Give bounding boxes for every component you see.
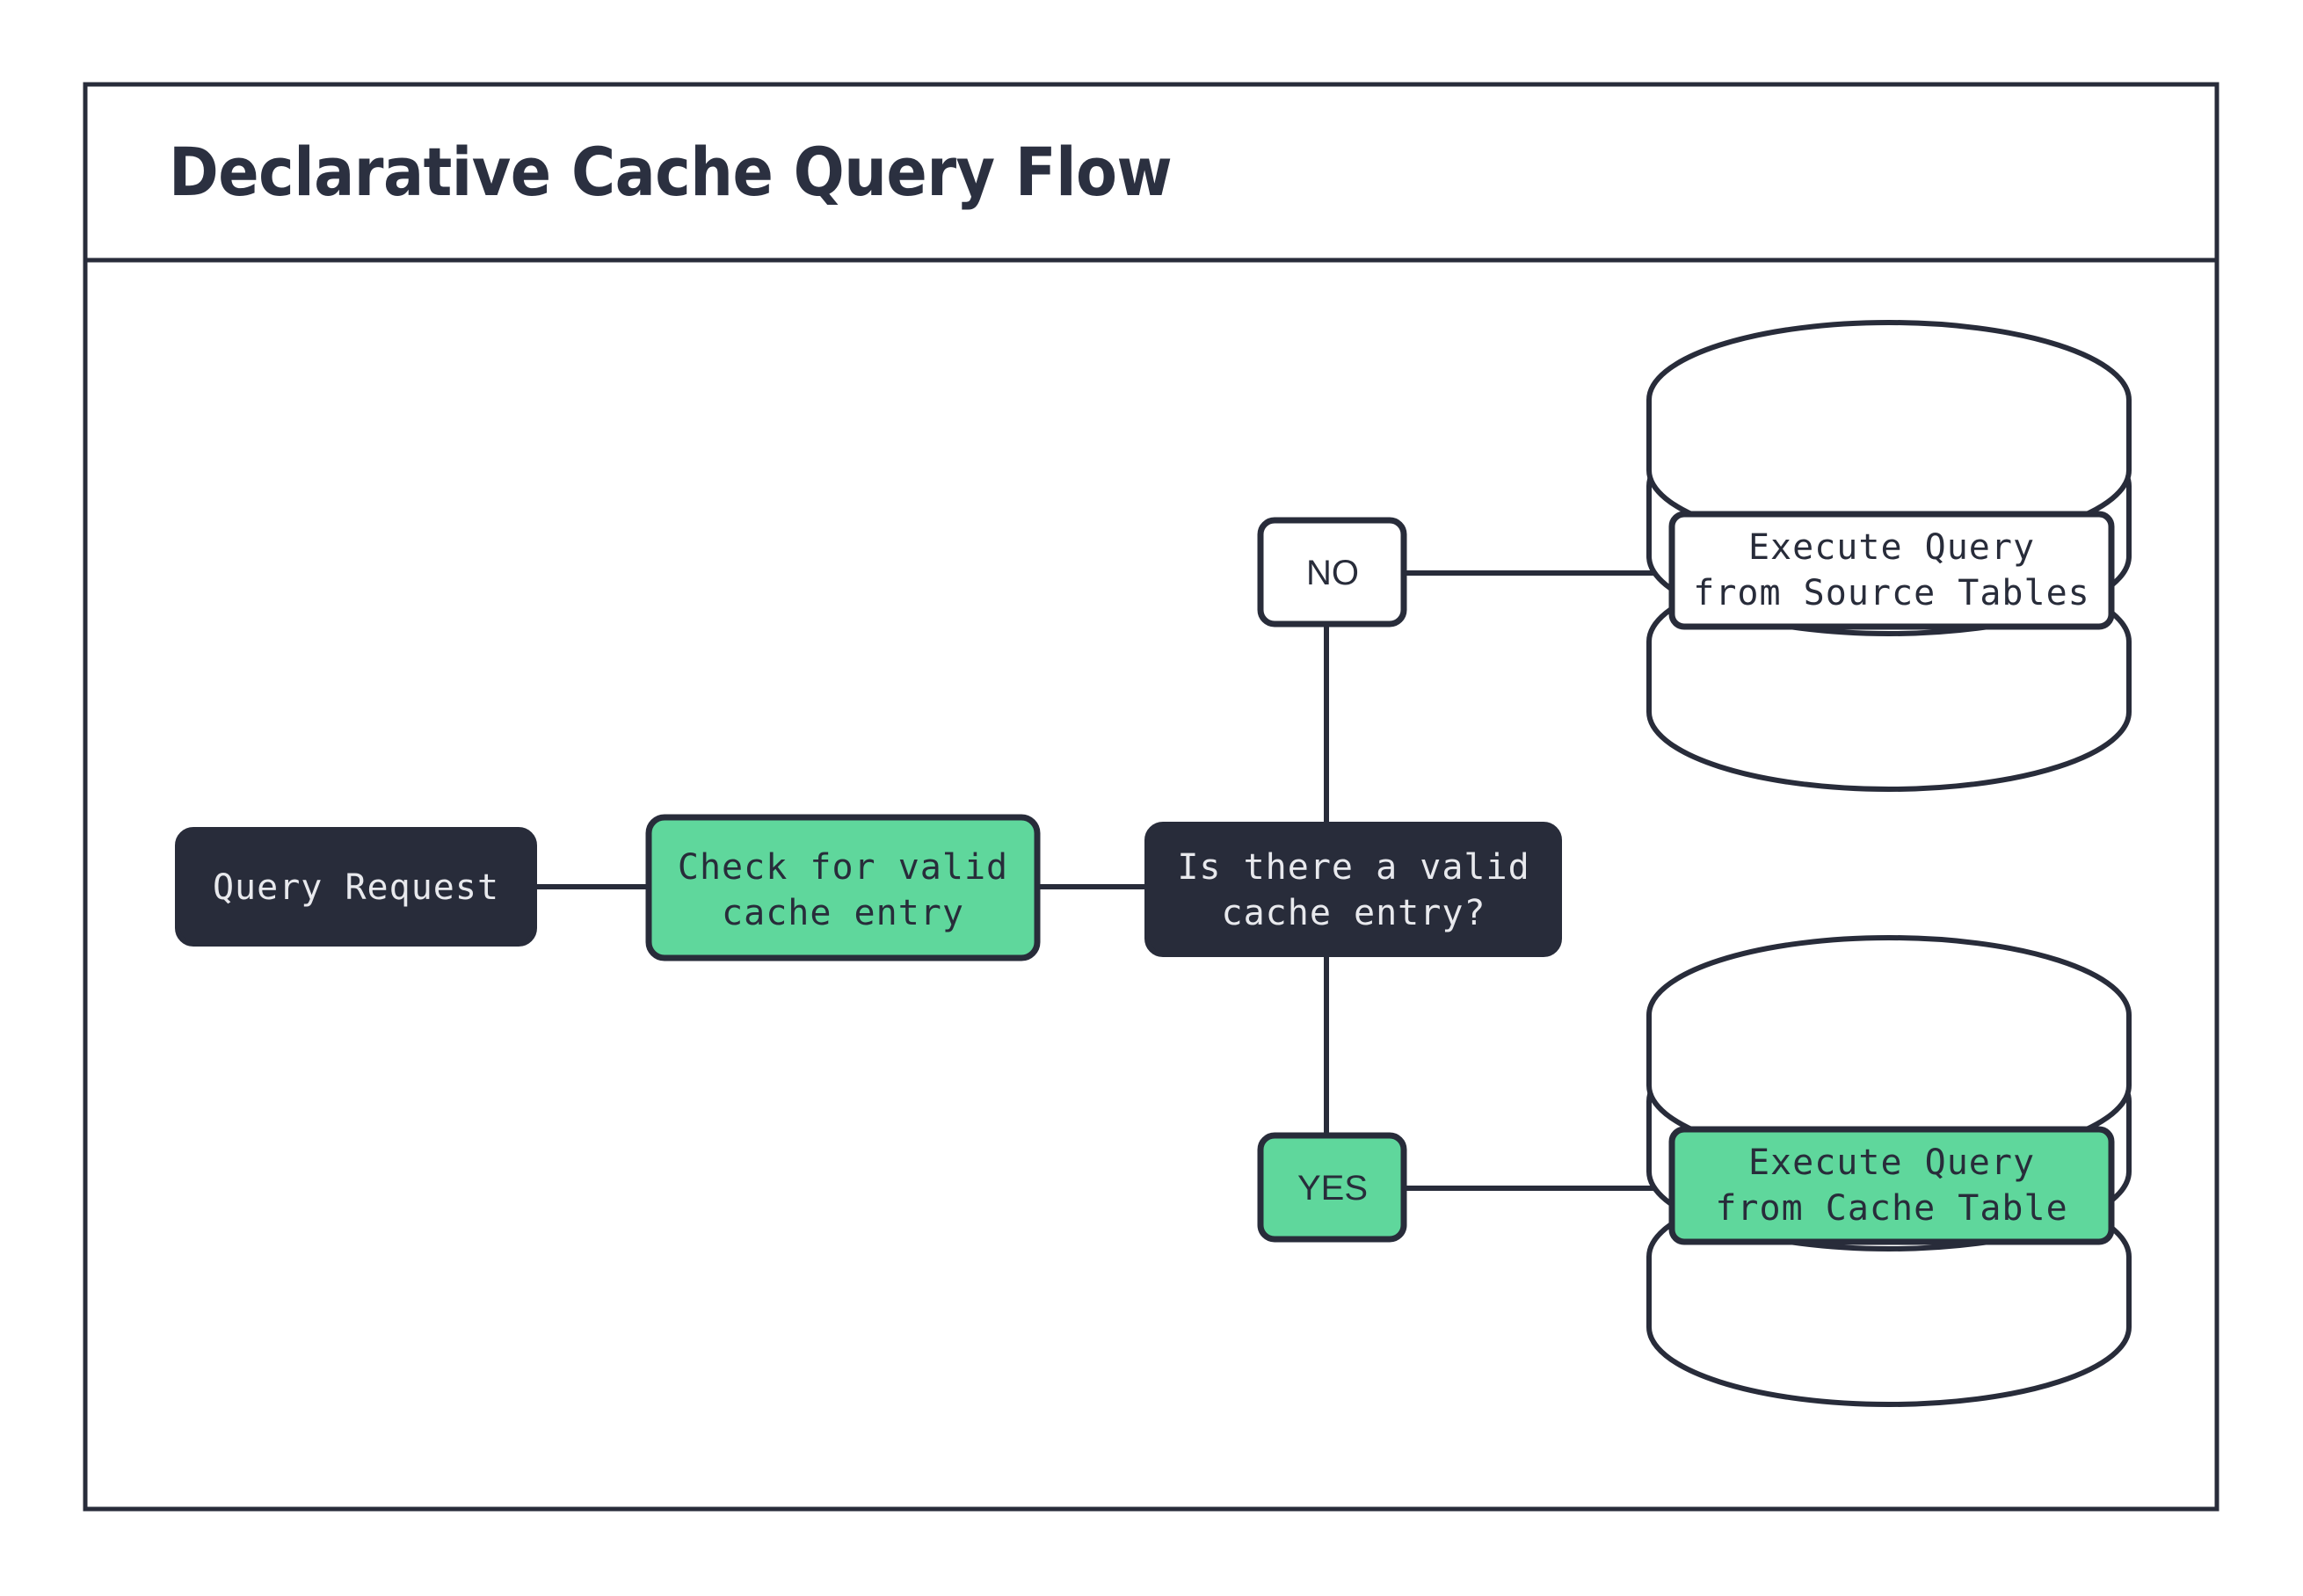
- node-query-request[interactable]: Query Request: [175, 827, 537, 947]
- cache-table-database[interactable]: Execute Query from Cache Table: [1646, 935, 2132, 1407]
- query-request-label: Query Request: [213, 867, 499, 908]
- yes-badge-box[interactable]: [1257, 1132, 1407, 1243]
- source-tables-database[interactable]: Execute Query from Source Tables: [1646, 320, 2132, 792]
- no-badge-box[interactable]: [1257, 517, 1407, 628]
- branch-label-yes[interactable]: YES: [1257, 1132, 1407, 1243]
- branch-label-no[interactable]: NO: [1257, 517, 1407, 628]
- node-decision-valid-cache[interactable]: Is there a valid cache entry?: [1144, 822, 1562, 957]
- check-cache-label-line1: Check for valid: [678, 847, 1008, 888]
- cache-db-label-line2: from Cache Table: [1715, 1188, 2067, 1229]
- decision-label-line1: Is there a valid: [1177, 847, 1529, 888]
- cache-db-label-box[interactable]: [1668, 1126, 2115, 1245]
- node-check-cache-entry[interactable]: Check for valid cache entry: [645, 814, 1041, 961]
- source-db-label-box[interactable]: [1668, 511, 2115, 630]
- source-db-label-line1: Execute Query: [1748, 527, 2035, 568]
- page-title: Declarative Cache Query Flow: [169, 133, 1172, 211]
- query-request-box[interactable]: [175, 827, 537, 947]
- yes-badge-label: YES: [1297, 1169, 1368, 1208]
- check-cache-box[interactable]: [645, 814, 1041, 961]
- cache-db-label-line1: Execute Query: [1748, 1143, 2035, 1183]
- source-db-label-line2: from Source Tables: [1693, 573, 2089, 613]
- no-badge-label: NO: [1306, 554, 1359, 592]
- decision-label-line2: cache entry?: [1222, 893, 1486, 933]
- decision-box[interactable]: [1144, 822, 1562, 957]
- check-cache-label-line2: cache entry: [722, 893, 964, 933]
